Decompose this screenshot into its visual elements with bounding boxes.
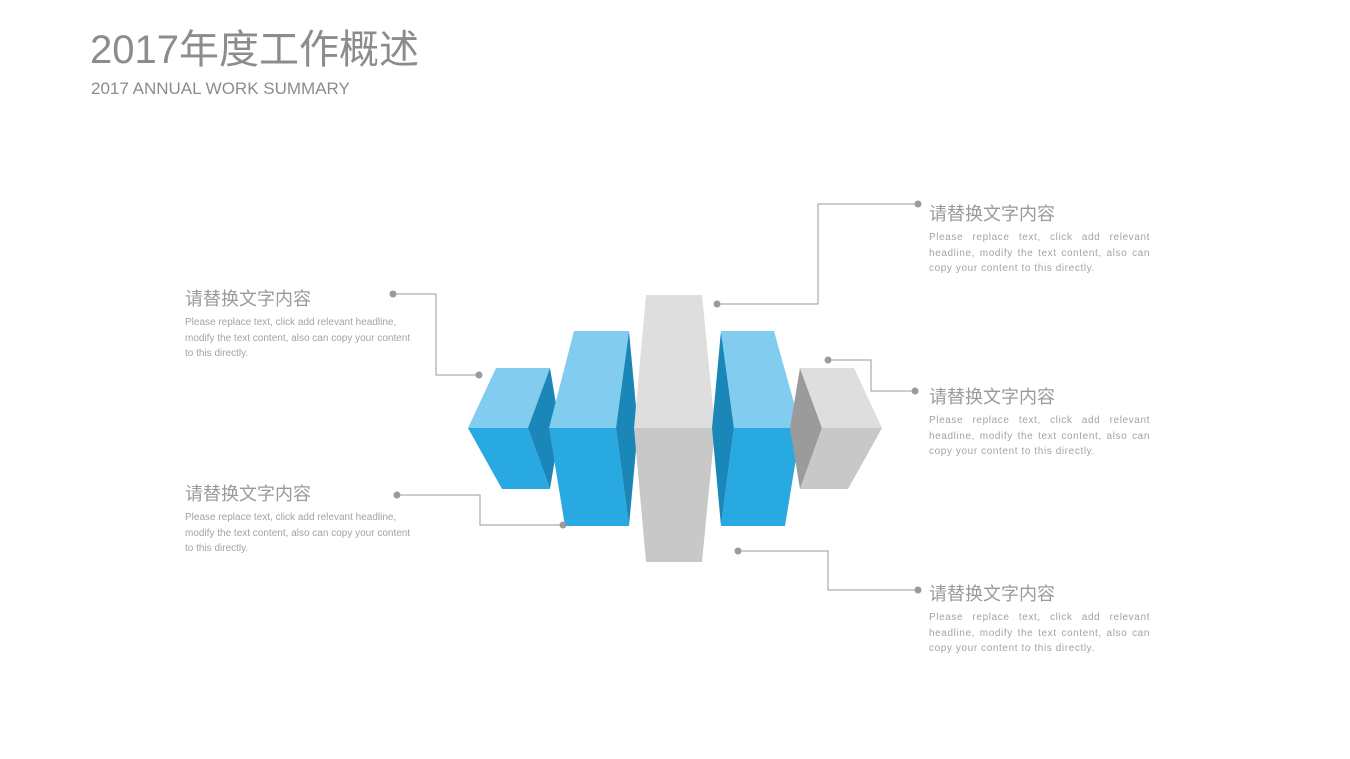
connector-dot xyxy=(559,521,567,529)
block-blue-medium-left xyxy=(549,331,638,526)
block-top-face xyxy=(549,331,629,428)
connector-dot xyxy=(734,547,742,555)
item-heading: 请替换文字内容 xyxy=(929,387,1055,407)
block-blue-medium-right xyxy=(712,331,801,526)
connector-dot xyxy=(393,491,401,499)
text-block-right-top: 请替换文字内容 Please replace text, click add r… xyxy=(929,203,1150,277)
block-gray-small-right xyxy=(790,368,882,489)
connector-top-left xyxy=(393,293,479,376)
block-side-face xyxy=(712,331,734,526)
connector-bottom-right xyxy=(738,550,918,591)
connector-top-right xyxy=(717,203,918,305)
text-block-left-top: 请替换文字内容 Please replace text, click add r… xyxy=(185,288,413,362)
block-side-face xyxy=(528,368,560,489)
connector-dot xyxy=(914,586,922,594)
connector-dot xyxy=(475,371,483,379)
block-side-face xyxy=(790,368,822,489)
item-heading: 请替换文字内容 xyxy=(185,484,311,504)
item-body: Please replace text, click add relevant … xyxy=(929,415,1150,457)
block-side-face xyxy=(616,331,638,526)
connector-dot xyxy=(911,387,919,395)
page-subtitle: 2017 ANNUAL WORK SUMMARY xyxy=(91,79,350,98)
item-body: Please replace text, click add relevant … xyxy=(929,232,1150,274)
text-block-right-bottom: 请替换文字内容 Please replace text, click add r… xyxy=(929,583,1150,657)
page-title: 2017年度工作概述 xyxy=(90,28,419,72)
item-body: Please replace text, click add relevant … xyxy=(185,317,411,359)
text-block-left-bottom: 请替换文字内容 Please replace text, click add r… xyxy=(185,483,413,557)
connector-middle-right xyxy=(828,359,915,392)
block-blue-small-left xyxy=(468,368,560,489)
block-front-face xyxy=(549,428,629,526)
item-body: Please replace text, click add relevant … xyxy=(929,612,1150,654)
connector-dot xyxy=(824,356,832,364)
connector-bottom-left xyxy=(397,494,563,526)
connector-dot xyxy=(389,290,397,298)
item-heading: 请替换文字内容 xyxy=(929,584,1055,604)
connector-dot xyxy=(914,200,922,208)
block-gray-center xyxy=(634,295,715,562)
block-front-face xyxy=(634,428,715,562)
block-front-face xyxy=(468,428,550,489)
block-front-face xyxy=(721,428,801,526)
item-heading: 请替换文字内容 xyxy=(185,289,311,309)
text-block-right-middle: 请替换文字内容 Please replace text, click add r… xyxy=(929,386,1150,460)
connector-dot xyxy=(713,300,721,308)
item-heading: 请替换文字内容 xyxy=(929,204,1055,224)
block-top-face xyxy=(721,331,801,428)
block-top-face xyxy=(800,368,882,428)
block-top-face xyxy=(468,368,550,428)
block-front-face xyxy=(800,428,882,489)
block-top-face xyxy=(634,295,715,428)
item-body: Please replace text, click add relevant … xyxy=(185,512,411,554)
